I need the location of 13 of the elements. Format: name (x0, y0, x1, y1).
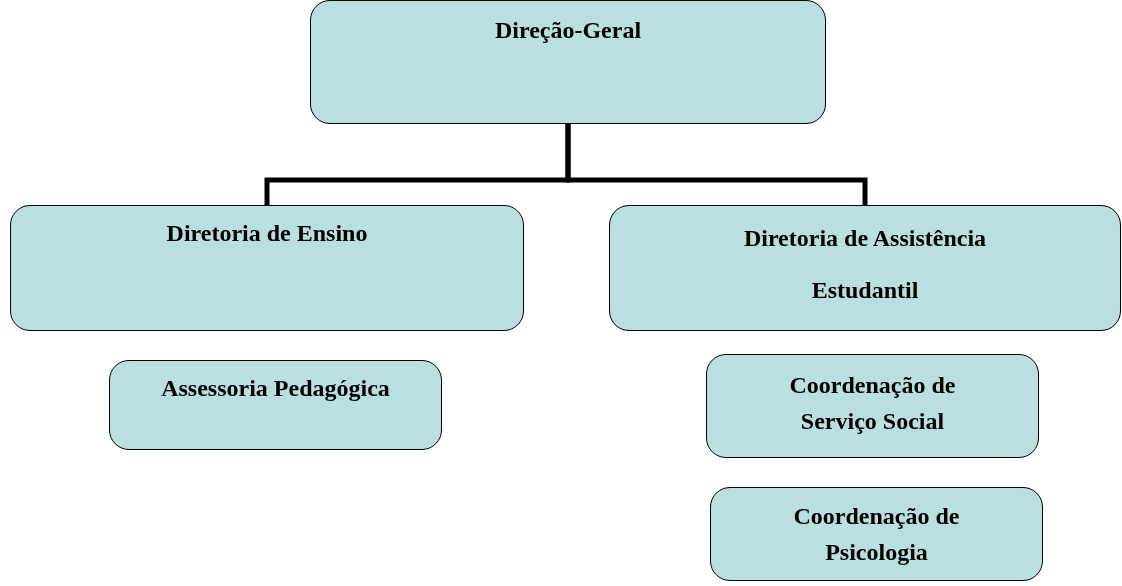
unit-name: Coordenação de Serviço Social (788, 371, 957, 436)
unit-name: Diretoria de Ensino (166, 219, 368, 248)
org-unit-box (310, 0, 826, 124)
org-unit-box (609, 205, 1121, 331)
org-unit-box (109, 360, 442, 450)
unit-name: Direção-Geral (494, 16, 642, 45)
org-unit-box (706, 354, 1039, 458)
unit-name: Assessoria Pedagógica (161, 374, 390, 403)
unit-name: Diretoria de Assistência Estudantil (742, 224, 988, 305)
unit-name: Coordenação de Psicologia (792, 502, 961, 567)
org-unit-box (10, 205, 524, 331)
connector-line (565, 124, 868, 205)
org-unit-box (710, 487, 1043, 581)
